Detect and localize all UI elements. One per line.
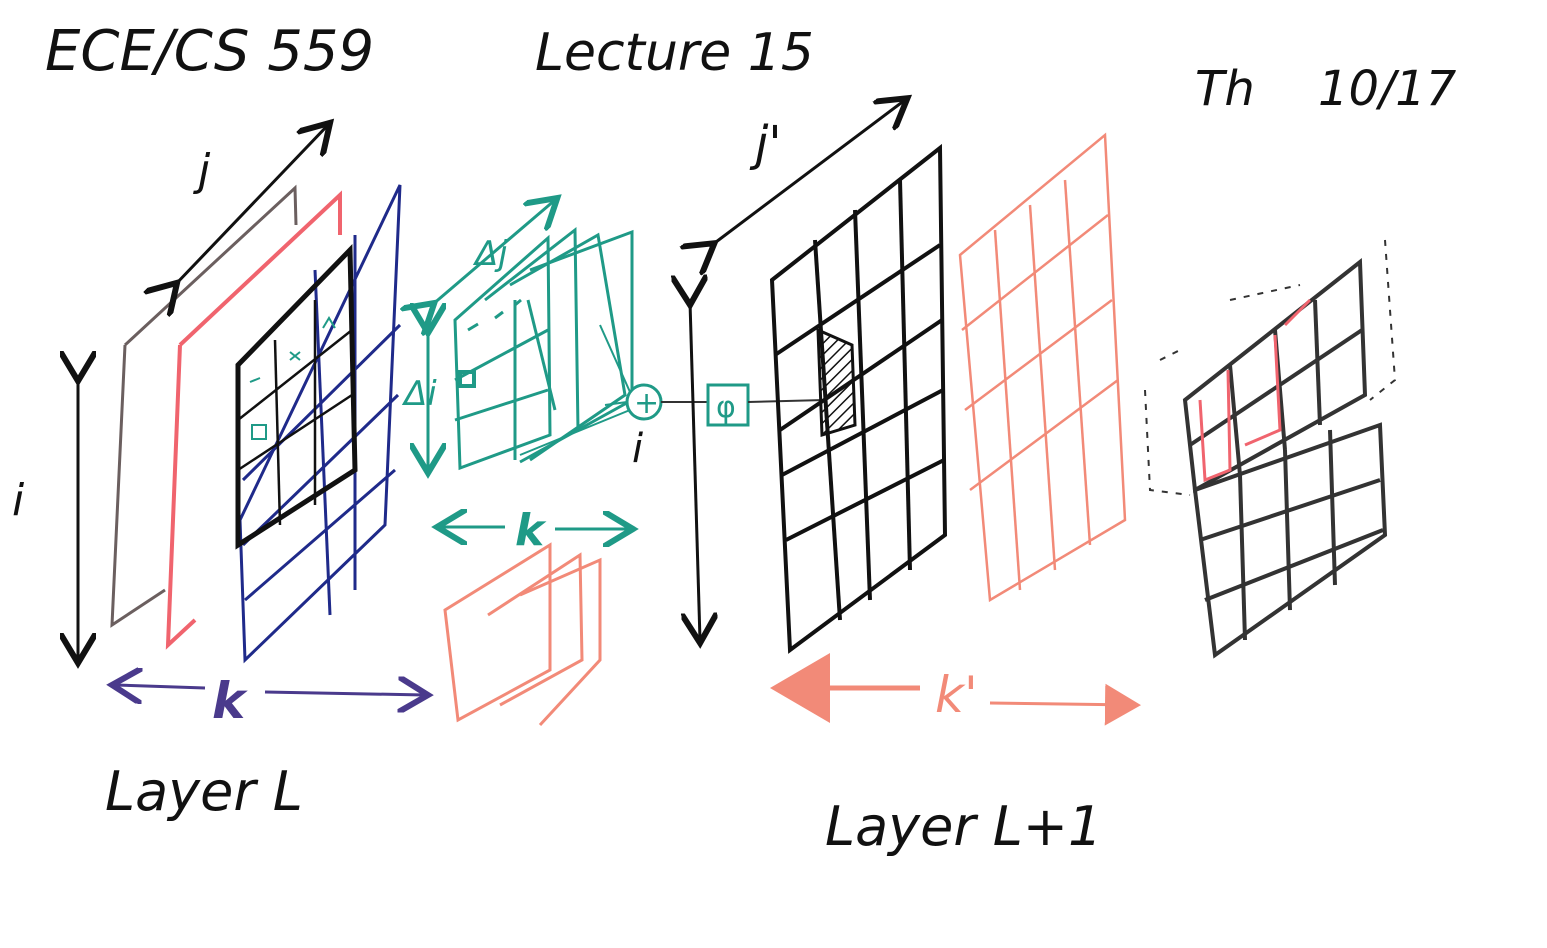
course-title: ECE/CS 559 bbox=[45, 19, 374, 84]
k-label: k bbox=[212, 672, 248, 730]
lecture-title: Lecture 15 bbox=[535, 23, 814, 83]
delta-j-label: Δj bbox=[472, 234, 508, 274]
activation-to-output-link bbox=[747, 399, 826, 403]
j-prime-axis-arrow bbox=[712, 100, 905, 245]
k-prime-arrow-right bbox=[989, 683, 1141, 726]
output-feature-map-black bbox=[769, 143, 948, 654]
sum-node-i-label: i bbox=[632, 426, 643, 472]
layer-l-plus-1-caption: Layer L+1 bbox=[825, 795, 1102, 858]
sum-node: + bbox=[519, 324, 663, 456]
i-label: i bbox=[12, 475, 25, 526]
delta-j-arrow bbox=[432, 200, 555, 305]
k-axis-arrow-left bbox=[115, 685, 206, 688]
receptive-field-grid bbox=[237, 300, 353, 526]
activation-box: φ bbox=[706, 383, 750, 427]
j-prime-label: j' bbox=[749, 116, 782, 172]
weight-marks bbox=[249, 316, 336, 440]
receptive-field-black bbox=[235, 243, 358, 550]
next-layer-block bbox=[1182, 257, 1388, 659]
k-prime-label: k' bbox=[935, 666, 978, 724]
next-layer-dashed-edges bbox=[1144, 239, 1397, 496]
sum-symbol: + bbox=[634, 386, 659, 421]
kernel-stack-salmon bbox=[443, 542, 602, 727]
next-layer-red-highlights bbox=[1198, 298, 1312, 483]
layer-l-caption: Layer L bbox=[105, 760, 303, 823]
activation-symbol: φ bbox=[716, 390, 736, 425]
j-label: j bbox=[193, 145, 211, 196]
output-feature-map-salmon bbox=[958, 132, 1127, 603]
output-i-axis-arrow bbox=[690, 302, 700, 640]
kernel-k-label: k bbox=[515, 505, 547, 556]
channel-sheet-blue-grid bbox=[238, 184, 402, 664]
date-label: 10/17 bbox=[1318, 61, 1457, 117]
output-neuron-hatched bbox=[816, 327, 857, 437]
j-axis-arrow bbox=[175, 125, 328, 285]
delta-i-label: Δi bbox=[401, 374, 437, 414]
layer-l-stack: j i k Layer L bbox=[12, 125, 425, 823]
k-axis-arrow-right bbox=[264, 692, 425, 695]
date-day: Th bbox=[1195, 61, 1255, 117]
